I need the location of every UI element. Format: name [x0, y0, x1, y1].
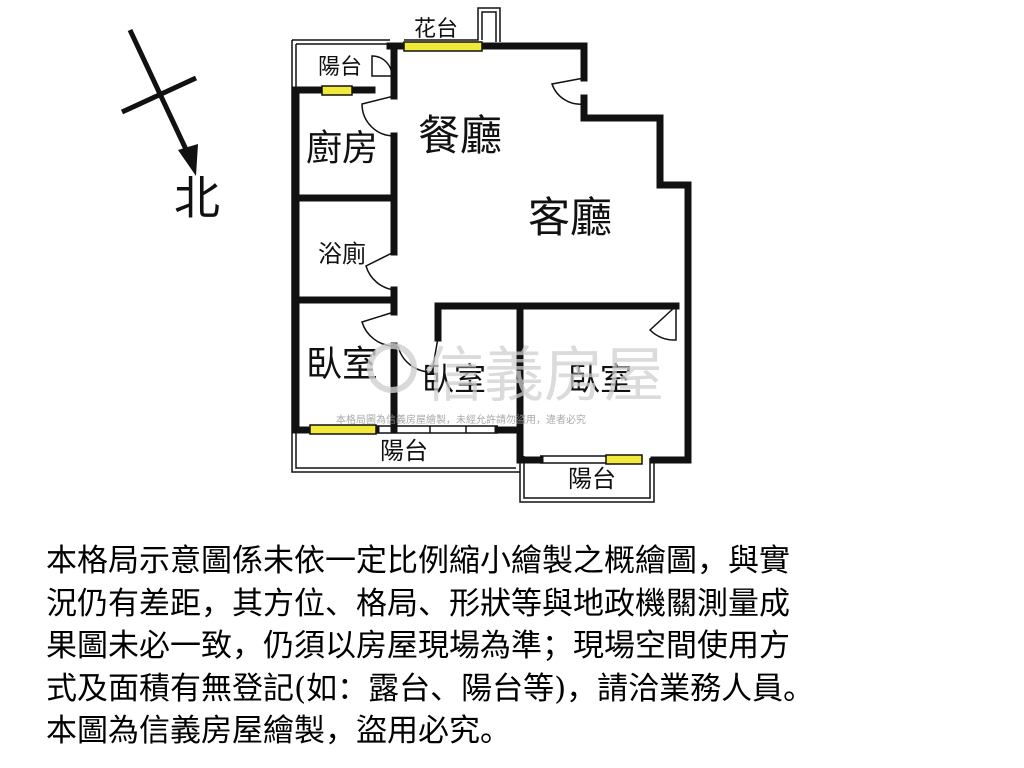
windows [309, 41, 643, 465]
disclaimer-line: 式及面積有無登記(如：露台、陽台等)，請洽業務人員。 [46, 670, 815, 707]
watermark: 信義房屋 本格局圖為信義房屋繪製，未經允許請勿盜用，違者必究 [336, 341, 664, 426]
room-label-kitchen: 廚房 [306, 128, 378, 169]
room-label-bathroom: 浴廁 [318, 240, 366, 268]
disclaimer-line: 況仍有差距，其方位、格局、形狀等與地政機關測量成 [46, 585, 790, 622]
disclaimer-line: 本格局示意圖係未依一定比例縮小繪製之概繪圖，與實 [46, 543, 790, 579]
room-label-balcony-nw: 陽台 [318, 55, 362, 80]
watermark-notice: 本格局圖為信義房屋繪製，未經允許請勿盜用，違者必究 [336, 413, 586, 426]
room-label-dining: 餐廳 [418, 111, 502, 160]
compass-label: 北 [174, 171, 220, 225]
floor-plan: 北 [120, 7, 692, 503]
room-label-bedroom-1: 臥室 [306, 344, 378, 385]
disclaimer-line: 果圖未必一致，仍須以房屋現場為準；現場空間使用方 [46, 628, 790, 664]
room-label-balcony-sw: 陽台 [380, 437, 428, 465]
brand-logo-icon [367, 343, 417, 393]
watermark-brand: 信義房屋 [424, 341, 664, 411]
room-label-bedroom-2: 臥室 [422, 360, 486, 398]
door-swings [361, 55, 677, 373]
room-label-bedroom-3: 臥室 [568, 360, 632, 398]
room-label-living: 客廳 [528, 193, 612, 242]
room-label-flower-balcony: 花台 [414, 17, 458, 42]
room-label-balcony-se: 陽台 [568, 465, 616, 493]
disclaimer-text: 本格局示意圖係未依一定比例縮小繪製之概繪圖，與實 況仍有差距，其方位、格局、形狀… [46, 540, 1006, 753]
north-arrow-icon [120, 28, 198, 176]
sliding-doors [376, 425, 608, 464]
disclaimer-line: 本圖為信義房屋繪製，盜用必究。 [46, 713, 511, 749]
